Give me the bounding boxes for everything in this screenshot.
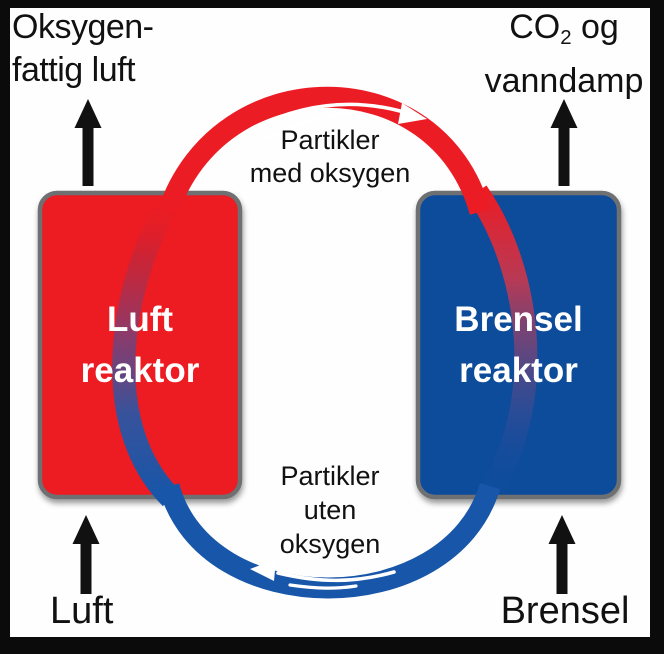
co2-formula-line: CO2 og: [458, 6, 664, 60]
fuel-reactor-title: Brensel reaktor: [418, 193, 619, 497]
input-label-air: Luft: [50, 590, 114, 632]
flow-label-line: oksygen: [279, 529, 381, 559]
formula-base: CO: [509, 8, 561, 46]
output-label-oxygen-poor-air: Oksygen- fattig luft: [12, 6, 154, 92]
output-label-line: vanndamp: [484, 62, 644, 101]
flow-label-line: med oksygen: [249, 158, 411, 188]
reactor-title-line: reaktor: [459, 351, 578, 390]
output-label-line: fattig luft: [12, 51, 136, 89]
flow-label-particles-with-oxygen: Partikler med oksygen: [228, 124, 432, 190]
formula-tail: og: [571, 8, 619, 46]
output-label-co2-steam: CO2 og vanndamp: [458, 6, 664, 103]
flow-label-particles-without-oxygen: Partikler uten oksygen: [240, 459, 420, 561]
input-label-fuel: Brensel: [500, 590, 630, 632]
air-reactor-title: Luft reaktor: [40, 193, 240, 497]
output-label-line: Oksygen-: [12, 8, 154, 46]
flow-label-line: uten: [303, 495, 357, 525]
reactor-title-line: Luft: [106, 300, 174, 339]
reactor-title-line: reaktor: [80, 351, 200, 390]
reactor-title-line: Brensel: [454, 300, 583, 339]
formula-subscript: 2: [560, 27, 572, 50]
flow-label-line: Partikler: [280, 461, 380, 491]
flow-label-line: Partikler: [280, 125, 380, 155]
